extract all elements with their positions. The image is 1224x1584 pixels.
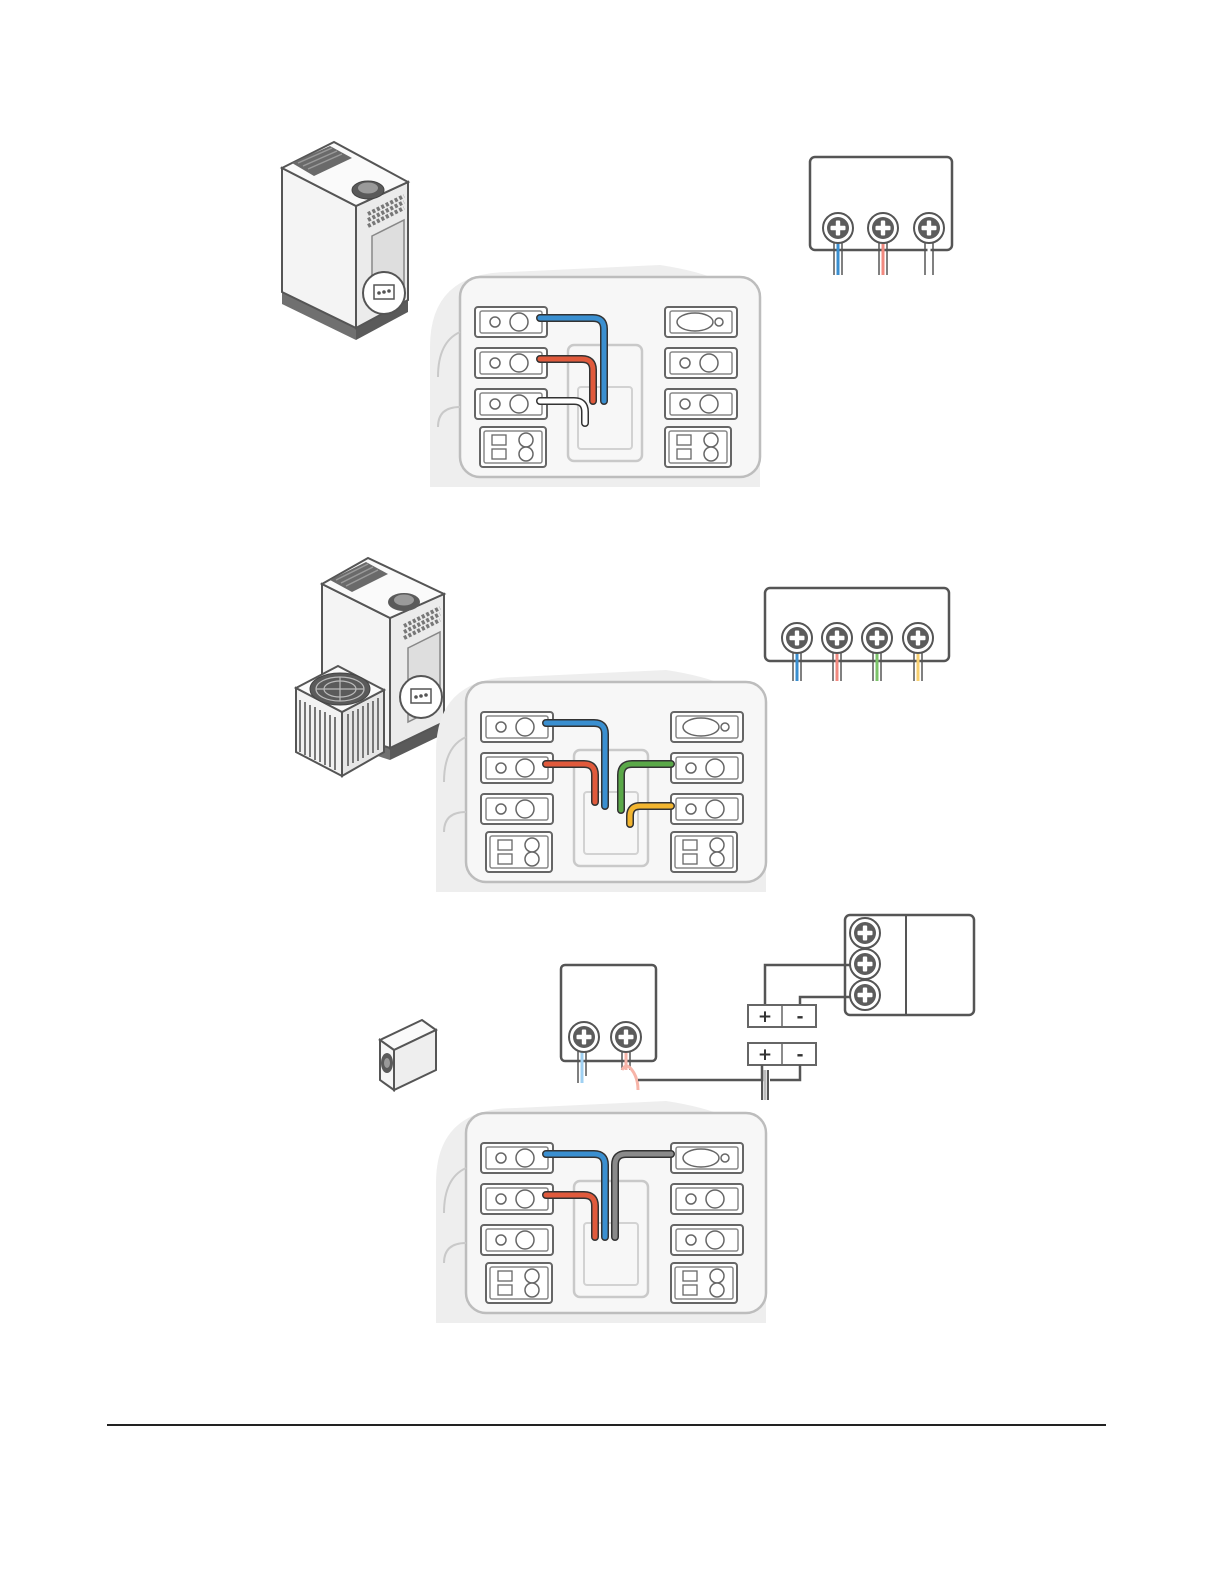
power-source-box: [845, 915, 974, 1015]
adapter-icon: [380, 1020, 436, 1090]
diagram-heat-only: [282, 142, 952, 487]
base-plate-heat-only: [430, 265, 760, 487]
screw-terminal: [903, 623, 933, 653]
base-plate-heat-and-cool: [436, 670, 766, 892]
furnace-icon: [282, 142, 408, 340]
screw-terminal: [862, 623, 892, 653]
terminal-block-heat-and-cool: [765, 588, 949, 681]
screw-terminal: [823, 213, 853, 243]
base-plate-external-power: [436, 1101, 766, 1323]
plus-label: +: [758, 1045, 772, 1065]
screw-terminal: [569, 1022, 599, 1052]
diagram-heat-and-cool: [296, 558, 949, 892]
plus-label: +: [758, 1007, 772, 1027]
screw-terminal: [822, 623, 852, 653]
terminal-block-external-power: [561, 965, 656, 1090]
screw-terminal: [868, 213, 898, 243]
minus-label: -: [796, 1045, 803, 1065]
screw-terminal: [914, 213, 944, 243]
terminal-block-heat-only: [810, 157, 952, 275]
furnace-and-ac-icon: [296, 558, 444, 776]
screw-terminal: [850, 949, 880, 979]
minus-label: -: [796, 1007, 803, 1027]
diagram-external-power: + - + -: [380, 915, 974, 1323]
screw-terminal: [850, 980, 880, 1010]
screw-terminal: [611, 1022, 641, 1052]
screw-terminal: [850, 918, 880, 948]
screw-terminal: [782, 623, 812, 653]
wire-connector: + - + -: [638, 965, 850, 1100]
